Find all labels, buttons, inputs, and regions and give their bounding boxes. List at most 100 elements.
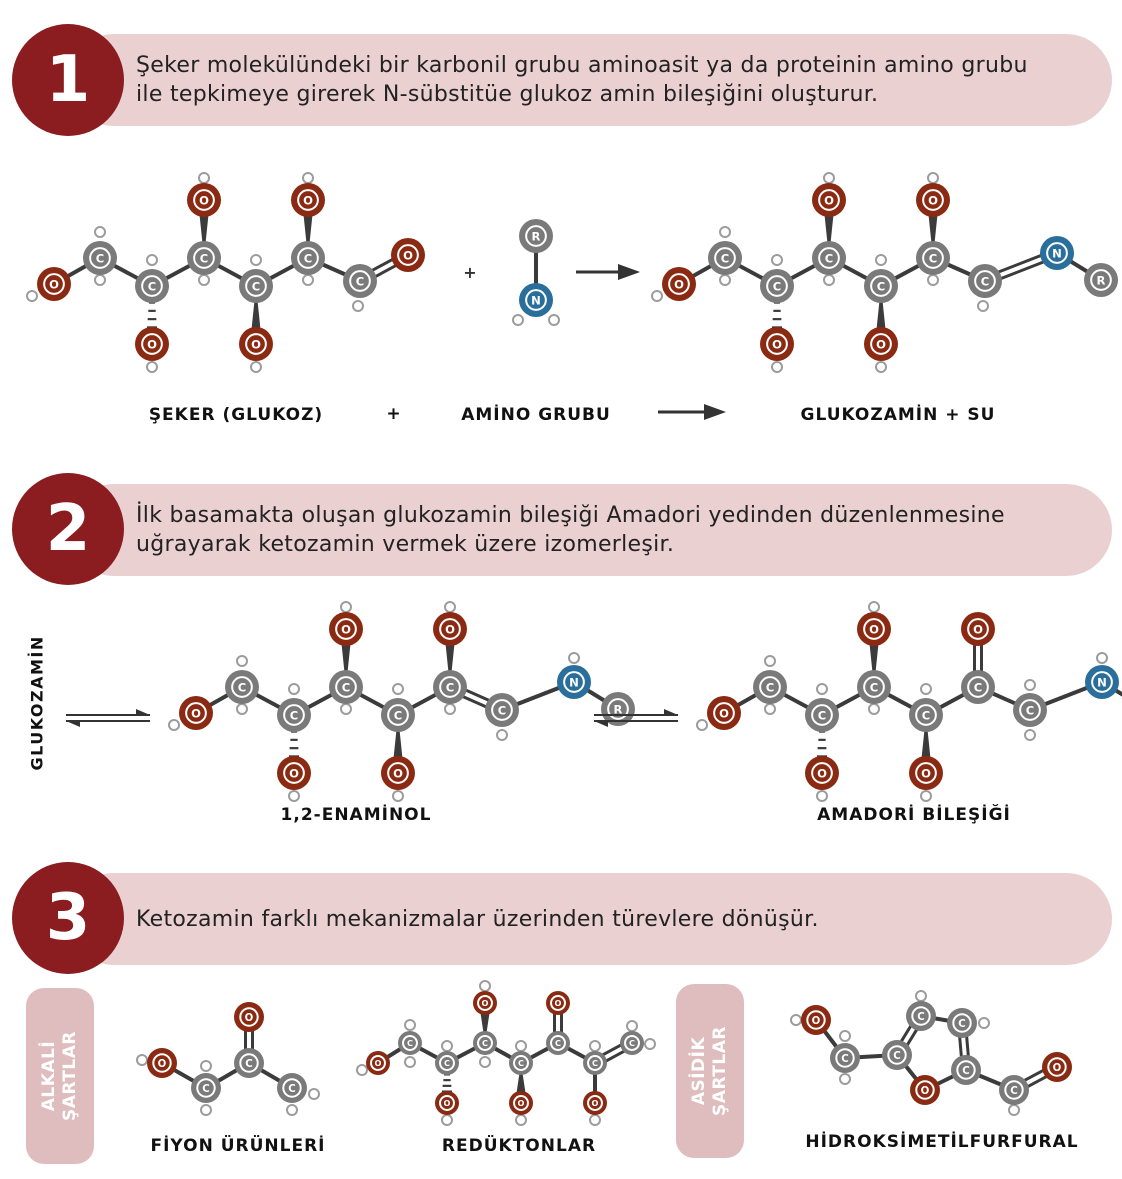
hydrogen-atom [94,274,106,286]
svg-text:O: O [341,622,351,636]
oxygen-atom: O [812,183,846,217]
oxygen-atom: O [381,756,415,790]
hydrogen-atom [548,314,560,326]
step-3-banner: Ketozamin farklı mekanizmalar üzerinden … [68,873,1112,965]
svg-text:N: N [1052,246,1062,260]
carbon-atom: C [225,670,259,704]
svg-text:C: C [394,708,402,722]
oxygen-atom: O [435,1091,459,1115]
hydrogen-atom [288,683,300,695]
oxygen-atom: O [916,183,950,217]
oxygen-atom: O [234,1002,264,1032]
carbon-atom: C [947,1008,977,1038]
svg-text:R: R [1097,273,1106,287]
carbon-atom: C [277,1073,307,1103]
carbon-atom: C [805,698,839,732]
svg-text:O: O [199,193,209,207]
label-glucosamine-water: GLUKOZAMİN + SU [800,405,996,425]
hydrogen-atom [978,1017,990,1029]
hydrogen-atom [839,1030,851,1042]
oxygen-atom: O [961,612,995,646]
hydrogen-atom [26,290,38,302]
label-amadori-compound: AMADORİ BİLEŞİĞİ [817,805,1011,825]
svg-text:O: O [812,1016,821,1027]
oxygen-atom: O [277,756,311,790]
hydrogen-atom [927,172,939,184]
hydrogen-atom [568,652,580,664]
step-2-number: 2 [12,473,124,585]
svg-text:C: C [342,680,350,694]
carbon-atom: C [135,269,169,303]
svg-text:O: O [445,622,455,636]
hydrogen-atom [352,300,364,312]
nitrogen-atom: N [519,283,553,317]
svg-text:N: N [531,293,541,307]
svg-text:C: C [929,251,937,265]
svg-text:R: R [532,229,541,243]
carbon-atom: C [583,1051,607,1075]
svg-text:C: C [245,1059,252,1070]
svg-text:C: C [304,251,312,265]
hydrogen-atom [696,719,708,731]
svg-text:O: O [49,277,59,291]
step-3-number: 3 [12,862,124,974]
step-1-banner: Şeker molekülündeki bir karbonil grubu a… [68,34,1112,126]
svg-text:O: O [876,337,886,351]
carbon-atom: C [239,269,273,303]
carbon-atom: C [968,264,1002,298]
carbon-atom: C [187,241,221,275]
svg-text:C: C [288,1084,295,1095]
nitrogen-atom: N [1040,236,1074,270]
svg-text:C: C [498,703,506,717]
svg-text:C: C [518,1058,524,1068]
oxygen-atom: O [473,991,497,1015]
svg-text:O: O [555,998,562,1008]
carbon-atom: C [830,1043,860,1073]
svg-text:C: C [407,1038,413,1048]
svg-text:O: O [518,1098,525,1108]
svg-text:O: O [251,337,261,351]
svg-text:O: O [403,248,413,262]
svg-text:O: O [824,193,834,207]
carbon-atom: C [398,1031,422,1055]
hydrogen-atom [771,254,783,266]
label-hmf: HİDROKSİMETİLFURFURAL [805,1132,1079,1152]
svg-text:C: C [592,1058,598,1068]
hydrogen-atom [479,1056,491,1068]
r-group-atom: R [519,219,553,253]
hydrogen-atom [286,1104,298,1116]
hydrogen-atom [441,1040,453,1052]
svg-text:C: C [766,680,774,694]
svg-text:O: O [719,706,729,720]
svg-text:C: C [974,680,982,694]
hydrogen-atom [771,361,783,373]
svg-text:C: C [1026,703,1034,717]
acidic-conditions-pill: ASİDİK ŞARTLAR [676,984,744,1158]
oxygen-atom: O [147,1048,177,1078]
hydrogen-atom [1096,652,1108,664]
hydrogen-atom [200,1104,212,1116]
svg-text:O: O [928,193,938,207]
reaction-arrow [576,264,640,280]
hydrogen-atom [288,790,300,802]
svg-text:O: O [772,337,782,351]
step-3-text-line1: Ketozamin farklı mekanizmalar üzerinden … [136,906,819,932]
carbon-atom: C [83,241,117,275]
svg-text:O: O [921,1086,930,1097]
label-enaminol: 1,2-ENAMİNOL [280,805,432,825]
hydrogen-atom [441,1114,453,1126]
oxygen-atom: O [179,696,213,730]
hydrogen-atom [392,790,404,802]
step-1-text-line1: Şeker molekülündeki bir karbonil grubu a… [136,53,1028,78]
oxygen-atom: O [1042,1052,1072,1082]
hydrogen-atom [136,1054,148,1066]
hydrogen-atom [589,1114,601,1126]
hydrogen-atom [198,274,210,286]
svg-text:O: O [482,998,489,1008]
step-2-text-line2: uğrayarak ketozamin vermek üzere izomerl… [136,532,675,557]
svg-text:C: C [356,274,364,288]
carbon-atom: C [277,698,311,732]
svg-text:O: O [817,766,827,780]
alkali-conditions-pill: ALKALİ ŞARTLAR [26,988,94,1164]
hydrogen-atom [839,1073,851,1085]
